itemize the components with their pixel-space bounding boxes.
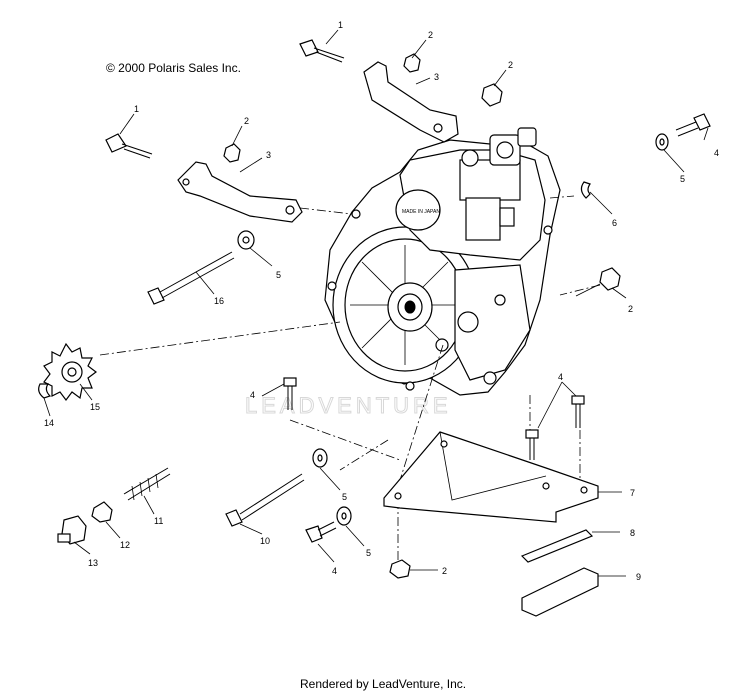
callout-4-pair: 4 — [558, 372, 563, 382]
callout-16: 16 — [214, 296, 224, 306]
bracket-3-top — [363, 61, 459, 143]
callout-5-lower: 5 — [366, 548, 371, 558]
washer-5-left — [237, 230, 255, 250]
washer-5-right — [655, 133, 669, 151]
callout-1-left: 1 — [134, 104, 139, 114]
callout-5-center: 5 — [342, 492, 347, 502]
sprocket-15 — [43, 342, 97, 401]
engine-assembly: MADE IN JAPAN — [324, 127, 561, 396]
callout-9: 9 — [636, 572, 641, 582]
callout-12: 12 — [120, 540, 130, 550]
mount-plate-7 — [383, 431, 599, 523]
bolt-10 — [225, 473, 305, 527]
copyright-text: © 2000 Polaris Sales Inc. — [106, 61, 241, 75]
watermark-text: LEADVENTURE — [245, 393, 452, 418]
callout-4-mid: 4 — [250, 390, 255, 400]
nut-2-lower — [389, 559, 411, 579]
callout-10: 10 — [260, 536, 270, 546]
callout-15: 15 — [90, 402, 100, 412]
bolt-4-lower — [305, 521, 337, 543]
callout-4-lower: 4 — [332, 566, 337, 576]
bolt-4-right — [675, 113, 711, 137]
nut-12 — [91, 501, 113, 523]
callout-8: 8 — [630, 528, 635, 538]
fitting-13 — [57, 515, 87, 545]
callout-14: 14 — [44, 418, 54, 428]
bolt-4-mid — [283, 377, 297, 410]
bolt-1-top — [299, 39, 345, 63]
footer-text: Rendered by LeadVenture, Inc. — [300, 677, 466, 691]
callout-11: 11 — [154, 516, 163, 526]
nut-2-top-right — [481, 83, 503, 107]
callout-4-right: 4 — [714, 148, 719, 158]
callout-3-left: 3 — [266, 150, 271, 160]
washer-5-lower — [336, 506, 352, 526]
strap-8 — [520, 529, 594, 563]
callouts: 1 2 2 3 1 2 3 4 5 6 2 5 16 15 14 4 4 7 5… — [44, 20, 719, 582]
block-9 — [521, 567, 599, 617]
callout-2-top-right: 2 — [508, 60, 513, 70]
nut-2-right — [599, 267, 621, 291]
callout-2-lower: 2 — [442, 566, 447, 576]
callout-5-left: 5 — [276, 270, 281, 280]
washer-5-center — [312, 448, 328, 468]
clutch-fan — [350, 245, 460, 365]
callout-6: 6 — [612, 218, 617, 228]
callout-13: 13 — [88, 558, 98, 568]
bracket-3-left — [177, 161, 303, 223]
clip-6 — [580, 181, 591, 199]
bolt-4-pair — [525, 395, 585, 460]
callout-2-right: 2 — [628, 304, 633, 314]
callout-3-top: 3 — [434, 72, 439, 82]
callout-2-top: 2 — [428, 30, 433, 40]
clip-14 — [38, 383, 52, 399]
callout-1-top: 1 — [338, 20, 343, 30]
callout-7: 7 — [630, 488, 635, 498]
stud-11 — [123, 467, 171, 501]
engine-plate-text: MADE IN JAPAN — [402, 209, 440, 215]
leader-lines — [43, 29, 709, 577]
centerlines — [99, 195, 601, 565]
callout-5-right: 5 — [680, 174, 685, 184]
callout-2-left: 2 — [244, 116, 249, 126]
nut-2-top — [403, 53, 421, 73]
nut-2-left — [223, 143, 241, 163]
bolt-1-left — [105, 133, 153, 159]
